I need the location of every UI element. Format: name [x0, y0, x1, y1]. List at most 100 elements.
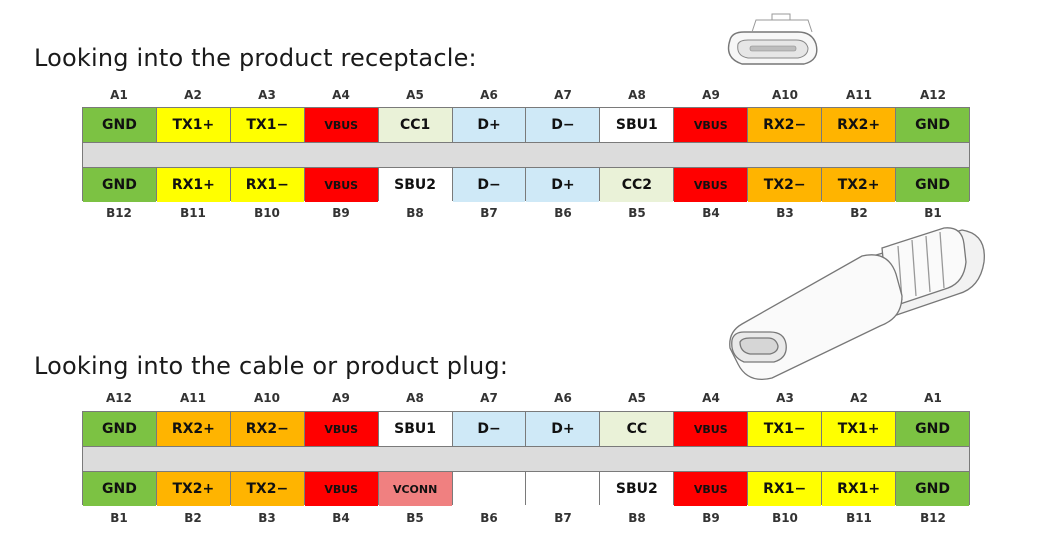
plug-top-labels-4: A8 [406, 391, 424, 405]
plug-top-pins-3: VBUS [304, 412, 378, 446]
plug-bottom-labels-11: B12 [920, 511, 946, 525]
receptacle-bottom-labels-10: B2 [850, 206, 868, 220]
receptacle-bottom-pins-11: GND [896, 168, 969, 202]
plug-bottom-pins-9: RX1− [748, 472, 822, 506]
plug-top-pins-5: D− [452, 412, 526, 446]
receptacle-bottom-labels-0: B12 [106, 206, 132, 220]
receptacle-top-labels-1: A2 [184, 88, 202, 102]
plug-bottom-pins-4: VCONN [378, 472, 452, 506]
plug-bottom-pins-7: SBU2 [600, 472, 674, 506]
plug-bottom-labels-5: B6 [480, 511, 498, 525]
receptacle-top-pins-0: GND [83, 108, 156, 142]
receptacle-bottom-labels-4: B8 [406, 206, 424, 220]
plug-bottom-pins-10: RX1+ [822, 472, 896, 506]
plug-top-labels-9: A3 [776, 391, 794, 405]
plug-bottom-labels-1: B2 [184, 511, 202, 525]
plug-bottom-pins-11: GND [896, 472, 969, 506]
receptacle-bottom-pins-2: RX1− [230, 168, 304, 202]
plug-top-pins-1: RX2+ [156, 412, 230, 446]
receptacle-bottom-labels-3: B9 [332, 206, 350, 220]
plug-bottom-pins-6 [526, 472, 600, 506]
receptacle-top-labels-0: A1 [110, 88, 128, 102]
plug-bottom-labels-10: B11 [846, 511, 872, 525]
plug-bottom-pins-2: TX2− [230, 472, 304, 506]
receptacle-top-labels-11: A12 [920, 88, 946, 102]
plug-top-labels-5: A7 [480, 391, 498, 405]
receptacle-top-pins-3: VBUS [304, 108, 378, 142]
receptacle-top-pins-4: CC1 [378, 108, 452, 142]
plug-bottom-pins-1: TX2+ [156, 472, 230, 506]
plug-top-pins-7: CC [600, 412, 674, 446]
receptacle-bottom-pins-0: GND [83, 168, 156, 202]
receptacle-top-pins-9: RX2− [748, 108, 822, 142]
receptacle-bottom-labels-6: B6 [554, 206, 572, 220]
plug-top-labels-3: A9 [332, 391, 350, 405]
tongue-gap [83, 143, 969, 167]
plug-top-labels-1: A11 [180, 391, 206, 405]
receptacle-bottom-pins-3: VBUS [304, 168, 378, 202]
receptacle-bottom-pins-6: D+ [526, 168, 600, 202]
receptacle-top-labels-7: A8 [628, 88, 646, 102]
plug-bottom-labels-7: B8 [628, 511, 646, 525]
plug-bottom-pins-3: VBUS [304, 472, 378, 506]
receptacle-top-pins-7: SBU1 [600, 108, 674, 142]
plug-bottom-labels-8: B9 [702, 511, 720, 525]
receptacle-top-labels-10: A11 [846, 88, 872, 102]
receptacle-bottom-pins-7: CC2 [600, 168, 674, 202]
receptacle-bottom-labels-7: B5 [628, 206, 646, 220]
receptacle-bottom-labels-11: B1 [924, 206, 942, 220]
plug-top-labels-11: A1 [924, 391, 942, 405]
plug-top-labels-10: A2 [850, 391, 868, 405]
receptacle-top-labels-3: A4 [332, 88, 350, 102]
receptacle-top-labels-8: A9 [702, 88, 720, 102]
plug-top-pins-4: SBU1 [378, 412, 452, 446]
plug-bottom-labels-9: B10 [772, 511, 798, 525]
receptacle-bottom-pins-5: D− [452, 168, 526, 202]
plug-top-labels-8: A4 [702, 391, 720, 405]
plug-top-labels-6: A6 [554, 391, 572, 405]
receptacle-bottom-labels-9: B3 [776, 206, 794, 220]
receptacle-top-pins-2: TX1− [230, 108, 304, 142]
receptacle-bottom-pins-1: RX1+ [156, 168, 230, 202]
plug-top-pins-8: VBUS [674, 412, 748, 446]
plug-top-pins-2: RX2− [230, 412, 304, 446]
plug-bottom-pins-8: VBUS [674, 472, 748, 506]
receptacle-top-labels-9: A10 [772, 88, 798, 102]
receptacle-bottom-labels-8: B4 [702, 206, 720, 220]
plug-bottom-labels-0: B1 [110, 511, 128, 525]
receptacle-bottom-labels-5: B7 [480, 206, 498, 220]
plug-top-pins-0: GND [83, 412, 156, 446]
receptacle-top-pins-10: RX2+ [822, 108, 896, 142]
receptacle-bottom-pins-10: TX2+ [822, 168, 896, 202]
plug-bottom-labels-2: B3 [258, 511, 276, 525]
usb-c-receptacle-icon [727, 13, 818, 65]
receptacle-bottom-labels-2: B10 [254, 206, 280, 220]
receptacle-top-labels-5: A6 [480, 88, 498, 102]
plug-title: Looking into the cable or product plug: [34, 352, 509, 380]
receptacle-top-pins-8: VBUS [674, 108, 748, 142]
receptacle-top-pins-5: D+ [452, 108, 526, 142]
receptacle-bottom-pins-9: TX2− [748, 168, 822, 202]
receptacle-top-labels-6: A7 [554, 88, 572, 102]
receptacle-top-pins-1: TX1+ [156, 108, 230, 142]
plug-bottom-labels-6: B7 [554, 511, 572, 525]
plug-bottom-pins-5 [452, 472, 526, 506]
receptacle-bottom-pins-4: SBU2 [378, 168, 452, 202]
receptacle-title: Looking into the product receptacle: [34, 44, 477, 72]
receptacle-bottom-pins-8: VBUS [674, 168, 748, 202]
tongue-gap [83, 447, 969, 471]
plug-top-pins-10: TX1+ [822, 412, 896, 446]
plug-top-pins-6: D+ [526, 412, 600, 446]
plug-bottom-labels-4: B5 [406, 511, 424, 525]
plug-bottom-labels-3: B4 [332, 511, 350, 525]
plug-top-pins-11: GND [896, 412, 969, 446]
plug-top-labels-2: A10 [254, 391, 280, 405]
usb-c-plug-cable-icon [729, 227, 985, 381]
plug-top-pins-9: TX1− [748, 412, 822, 446]
receptacle-top-pins-11: GND [896, 108, 969, 142]
receptacle-top-labels-4: A5 [406, 88, 424, 102]
plug-bottom-pins-0: GND [83, 472, 156, 506]
